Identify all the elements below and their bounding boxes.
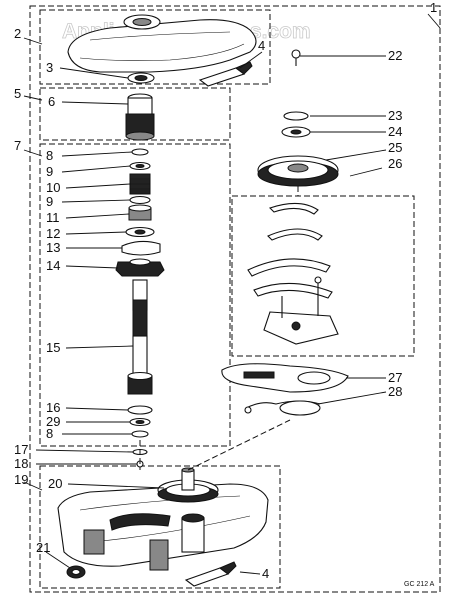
cam-13 <box>121 240 161 256</box>
shift-boundary-26 <box>231 195 415 357</box>
callout-22: 22 <box>388 48 402 63</box>
bearing-21 <box>66 565 86 579</box>
assembly-boundary-1 <box>29 5 441 593</box>
washer-9-lower <box>129 195 151 205</box>
callout-5: 5 <box>14 86 21 101</box>
callout-26: 26 <box>388 156 402 171</box>
callout-20: 20 <box>48 476 62 491</box>
washer-8-lower <box>131 430 149 438</box>
drawing-code: GC 212 A <box>404 581 435 588</box>
callout-2: 2 <box>14 26 21 41</box>
callout-3: 3 <box>46 60 53 75</box>
callouts: 1 2 3 4 5 6 7 8 9 10 9 11 12 13 14 15 16… <box>14 0 437 581</box>
spring-10 <box>129 173 151 195</box>
callout-6: 6 <box>48 94 55 109</box>
cover-boundary-2 <box>39 9 271 85</box>
bearing-11 <box>128 204 152 221</box>
callout-7: 7 <box>14 138 21 153</box>
callout-9-upper: 9 <box>46 164 53 179</box>
callout-8-upper: 8 <box>46 148 53 163</box>
callout-27: 27 <box>388 370 402 385</box>
washer-8-upper <box>131 148 149 156</box>
callout-15: 15 <box>46 340 60 355</box>
callout-21: 21 <box>36 540 50 555</box>
callout-28: 28 <box>388 384 402 399</box>
callout-11: 11 <box>46 210 60 225</box>
callout-4-top: 4 <box>258 38 265 53</box>
clip-28 <box>244 400 321 416</box>
main-gear-20 <box>157 467 219 503</box>
callout-4-bottom: 4 <box>262 566 269 581</box>
washer-9-upper <box>129 161 151 171</box>
gearcase-housing <box>57 483 269 571</box>
housing-boundary-19 <box>39 465 281 589</box>
callout-17: 17 <box>14 442 28 457</box>
screw <box>291 49 301 66</box>
washer-16 <box>127 405 153 415</box>
callout-8-lower: 8 <box>46 426 53 441</box>
callout-14: 14 <box>46 258 60 273</box>
callout-18: 18 <box>14 456 28 471</box>
callout-10: 10 <box>46 180 60 195</box>
washer-29 <box>129 417 151 427</box>
washer-24 <box>281 126 311 138</box>
shift-lever-27 <box>221 363 349 393</box>
shift-assembly <box>247 202 339 345</box>
callout-25: 25 <box>388 140 402 155</box>
ring-23 <box>283 111 309 121</box>
shaft-boundary-7 <box>39 143 231 447</box>
washer-12 <box>125 226 155 238</box>
gearcase-cover <box>67 14 257 73</box>
callout-9-lower: 9 <box>46 194 53 209</box>
callout-13: 13 <box>46 240 60 255</box>
callout-1: 1 <box>430 0 437 15</box>
axis-line-connector <box>187 419 291 471</box>
drive-gear-25 <box>257 155 339 187</box>
seal <box>127 72 155 84</box>
pinion-gear <box>125 93 155 141</box>
leader-lines <box>23 13 441 575</box>
callout-19: 19 <box>14 472 28 487</box>
agitate-shaft <box>127 279 153 395</box>
callout-23: 23 <box>388 108 402 123</box>
callout-12: 12 <box>46 226 60 241</box>
callout-29: 29 <box>46 414 60 429</box>
cam-14 <box>115 258 165 277</box>
callout-24: 24 <box>388 124 402 139</box>
sealant-tube-bottom <box>184 561 237 587</box>
callout-16: 16 <box>46 400 60 415</box>
